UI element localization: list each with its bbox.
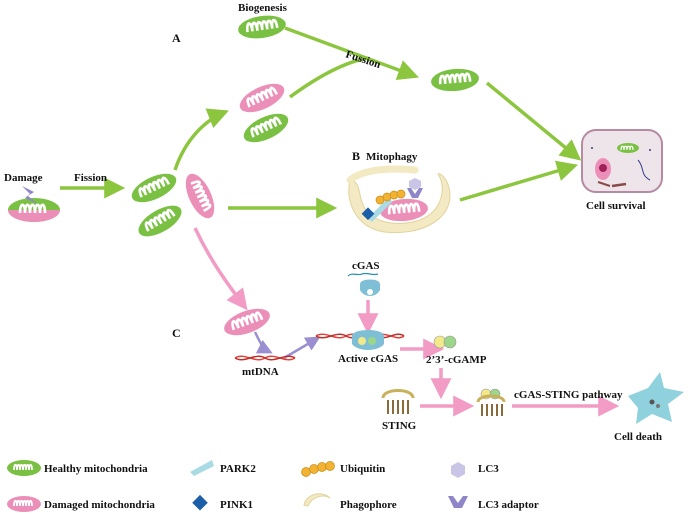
phagophore-arm [346,165,419,184]
fussion-label: Fussion [344,48,382,71]
pathway-label: cGAS-STING pathway [514,389,623,401]
legend-lc3-adaptor-label: LC3 adaptor [478,499,539,511]
arrow-mtdna-to-active [283,336,321,360]
legend-healthy-label: Healthy mitochondria [44,463,148,475]
legend-ubiquitin-label: Ubiquitin [340,463,385,475]
sting-protein [381,389,415,414]
mitophagy-label: Mitophagy [366,151,418,163]
legend-phagophore-icon [303,493,331,507]
green-arrows [60,26,582,219]
panel-b-label: B [352,149,360,163]
dying-cell-fragment [656,404,660,408]
cell-survival-label: Cell survival [586,200,646,212]
cgas-label: cGAS [352,260,380,272]
biogenesis-label: Biogenesis [238,2,288,14]
legend-ubiquitin-icon [301,461,335,477]
cgamp-label: 2’3’-cGAMP [426,354,487,366]
cell-death-label: Cell death [614,431,662,443]
legend-damaged-label: Damaged mitochondria [44,499,155,511]
ubiquitin-chain [375,189,406,205]
damaged-healthy-mitochondrion [8,198,60,222]
healthy-mitochondrion-biogenesis [235,11,289,43]
panel-a-label: A [172,31,181,45]
legend-lc3-label: LC3 [478,463,499,475]
legend-healthy-icon [7,460,41,476]
cgamp-molecule [433,335,457,349]
healthy-mitochondrion-fused [428,65,482,95]
arrow-biogenesis-to-fussion [284,26,419,81]
legend-park2-label: PARK2 [220,463,256,475]
arrow-mito-to-mtdna [253,331,273,354]
legend-phagophore-label: Phagophore [340,499,397,511]
legend-park2-icon [190,460,214,476]
legend-damaged-icon [7,496,41,512]
sting-label: STING [382,420,417,432]
fission-label: Fission [74,172,107,184]
pink-arrows [193,227,620,417]
arrow-mitophagy-to-survival [459,160,579,202]
healthy-mitochondrion-fission-upper [126,166,182,210]
purple-arrows [253,331,321,360]
panel-c-label: C [172,326,181,340]
active-cgas-label: Active cGAS [338,353,398,365]
legend-lc3-adaptor-icon [448,496,468,508]
mtdna-label: mtDNA [242,366,279,378]
park2-shape [368,196,392,222]
legend-lc3-icon [451,462,465,478]
lc3-shape [409,178,421,190]
cgas-enzyme [347,272,380,296]
arrow-fission-to-upper [173,108,229,171]
dying-cell-fragment [649,399,655,405]
active-cgas-complex [315,330,405,350]
damaged-mitochondrion-fission [178,168,222,224]
pink1-shape [361,207,375,221]
healthy-mitochondrion-upper [238,106,294,150]
arrow-fussion-to-survival [485,81,582,161]
healthy-mitochondrion-fission-lower [132,198,188,244]
damaged-mitochondrion-upper [234,76,290,120]
cell-survival-cell [581,129,663,193]
cgas-sting-complex [476,388,506,416]
dying-cell [628,372,684,424]
lc3-adaptor-shape [407,188,423,198]
damage-label: Damage [4,172,43,184]
mtdna-strand [234,355,296,361]
legend-pink1-label: PINK1 [220,499,253,511]
arrow-to-mtdna-release [193,227,248,311]
damaged-mitochondrion-mtdna [219,302,275,342]
legend-pink1-icon [192,494,208,511]
arrow-upper-to-fussion [288,56,369,99]
legend: Healthy mitochondria Damaged mitochondri… [7,460,539,512]
